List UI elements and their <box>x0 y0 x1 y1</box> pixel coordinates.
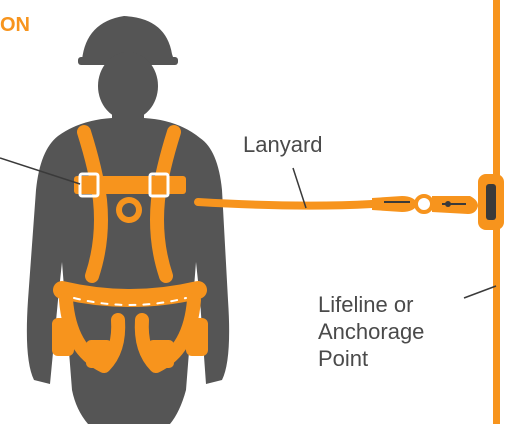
lifeline-label-line-3: Point <box>318 345 424 372</box>
lanyard-strap <box>198 202 372 206</box>
lifeline-label: Lifeline or Anchorage Point <box>318 291 424 372</box>
lifeline-callout-line <box>464 286 496 298</box>
lifeline-label-line-2: Anchorage <box>318 318 424 345</box>
rope-grab-icon <box>478 174 504 230</box>
lifeline-label-line-1: Lifeline or <box>318 291 424 318</box>
lanyard-label: Lanyard <box>243 131 323 158</box>
snap-hook-icon <box>372 196 478 214</box>
